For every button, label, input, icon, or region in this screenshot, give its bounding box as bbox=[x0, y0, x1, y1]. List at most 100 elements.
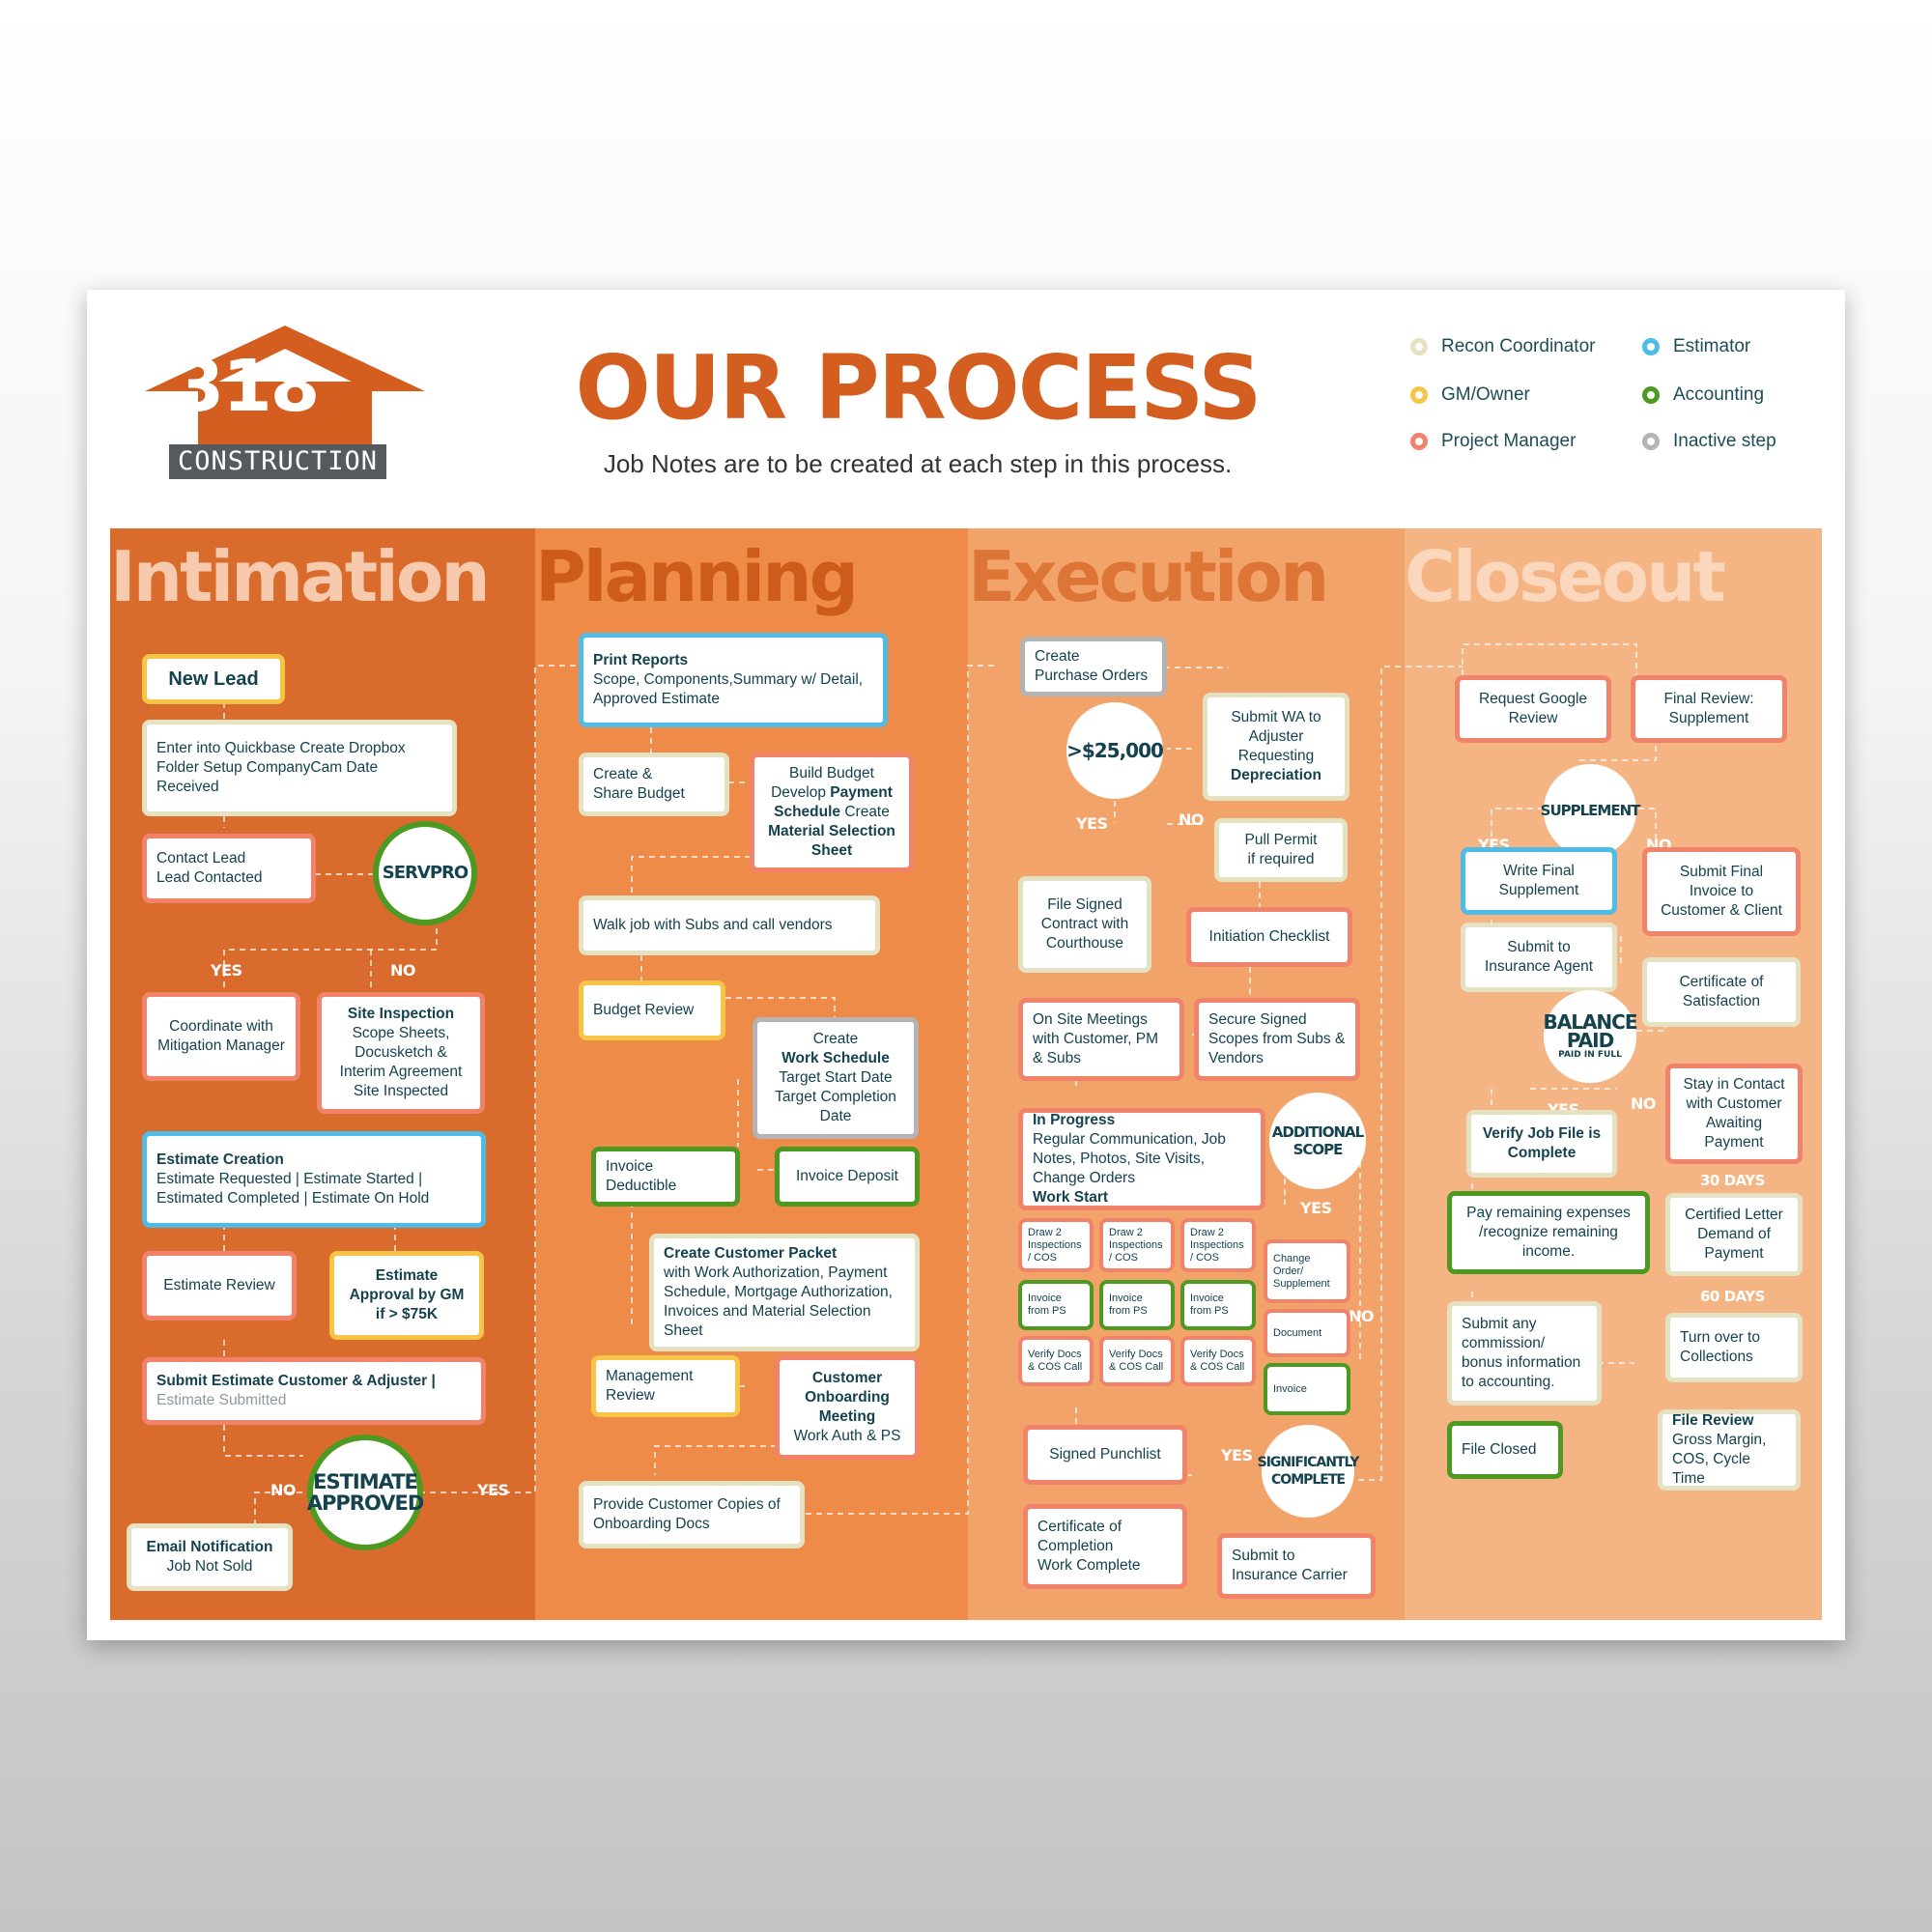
page-title: OUR PROCESS bbox=[575, 336, 1262, 440]
column-title-intimation: Intimation bbox=[110, 536, 491, 617]
file-review-title: File Review bbox=[1672, 1412, 1754, 1429]
step-submit-final-invoice: Submit Final Invoice to Customer & Clien… bbox=[1642, 847, 1801, 936]
management-review-line-1: Management bbox=[606, 1368, 694, 1384]
step-create-work-schedule: Create Work Schedule Target Start Date T… bbox=[753, 1017, 919, 1139]
pull-permit-line-2: if required bbox=[1247, 851, 1315, 867]
step-create-customer-packet: Create Customer Packet with Work Authori… bbox=[649, 1234, 920, 1351]
balance-paid-line-1: BALANCE bbox=[1543, 1010, 1637, 1034]
label-yes-servpro: YES bbox=[211, 961, 242, 980]
work-schedule-line-3: Target Start Date bbox=[779, 1069, 893, 1086]
onboarding-sub: Work Auth & PS bbox=[793, 1428, 901, 1444]
site-inspection-line-2: Docusketch & bbox=[355, 1044, 447, 1061]
legend-recon-coordinator: Recon Coordinator bbox=[1410, 332, 1595, 361]
site-inspection-line-3: Interim Agreement bbox=[339, 1064, 463, 1080]
legend-dot-icon bbox=[1410, 386, 1428, 404]
estimate-approved-line-2: APPROVED bbox=[306, 1492, 425, 1515]
step-verify-job-file: Verify Job File is Complete bbox=[1466, 1110, 1617, 1178]
step-contact-lead: Contact Lead Lead Contacted bbox=[142, 834, 316, 903]
site-inspection-line-4: Site Inspected bbox=[353, 1083, 449, 1099]
logo-house-icon bbox=[145, 326, 425, 447]
significantly-complete-line-1: SIGNIFICANTLY bbox=[1257, 1455, 1360, 1470]
step-file-signed-contract: File Signed Contract with Courthouse bbox=[1018, 876, 1151, 973]
onboarding-title: Customer Onboarding Meeting bbox=[805, 1370, 890, 1425]
process-columns: Intimation Planning Execution Closeout bbox=[110, 528, 1822, 1620]
step-verify-docs-1: Verify Docs & COS Call bbox=[1018, 1336, 1094, 1386]
step-pull-permit: Pull Permit if required bbox=[1214, 818, 1348, 882]
legend-project-manager: Project Manager bbox=[1410, 427, 1576, 456]
in-progress-title: In Progress bbox=[1033, 1112, 1116, 1128]
step-management-review: Management Review bbox=[591, 1355, 740, 1417]
step-walk-job: Walk job with Subs and call vendors bbox=[579, 895, 880, 955]
submit-estimate-sub: Estimate Submitted bbox=[156, 1392, 287, 1408]
legend-dot-icon bbox=[1410, 338, 1428, 355]
step-create-purchase-orders: Create Purchase Orders bbox=[1020, 637, 1167, 696]
pull-permit-line-1: Pull Permit bbox=[1244, 832, 1318, 848]
label-no-balance: NO bbox=[1631, 1094, 1657, 1113]
email-notification-title: Email Notification bbox=[146, 1539, 273, 1555]
purchase-orders-line-2: Purchase Orders bbox=[1035, 668, 1149, 684]
balance-paid-sub: PAID IN FULL bbox=[1558, 1050, 1622, 1060]
step-request-google-review: Request Google Review bbox=[1455, 675, 1611, 743]
legend-label: Estimator bbox=[1673, 336, 1751, 356]
step-site-inspection: Site Inspection Scope Sheets, Docusketch… bbox=[317, 992, 485, 1114]
step-budget-review: Budget Review bbox=[579, 980, 725, 1040]
step-invoice-deductible: Invoice Deductible bbox=[591, 1147, 740, 1207]
build-budget-bold: Schedule bbox=[774, 804, 841, 820]
print-reports-body: Scope, Components,Summary w/ Detail, App… bbox=[593, 671, 864, 707]
legend-dot-icon bbox=[1642, 433, 1660, 450]
decision-additional-scope: ADDITIONAL SCOPE bbox=[1269, 1093, 1366, 1189]
work-schedule-line-2: Work Schedule bbox=[781, 1050, 890, 1066]
build-budget-line-1: Build Budget bbox=[789, 765, 874, 781]
legend-dot-icon bbox=[1642, 386, 1660, 404]
decision-supplement: SUPPLEMENT bbox=[1541, 764, 1640, 857]
step-estimate-review: Estimate Review bbox=[142, 1251, 297, 1321]
work-schedule-line-4: Target Completion bbox=[775, 1089, 896, 1105]
step-pay-remaining-expenses: Pay remaining expenses /recognize remain… bbox=[1447, 1191, 1650, 1274]
label-30-days: 30 DAYS bbox=[1700, 1172, 1765, 1189]
process-sheet: 318 CONSTRUCTION OUR PROCESS Job Notes a… bbox=[87, 290, 1845, 1640]
servpro-label: SERVPRO bbox=[382, 863, 469, 883]
step-stay-in-contact: Stay in Contact with Customer Awaiting P… bbox=[1665, 1064, 1803, 1164]
label-no-approved: NO bbox=[270, 1481, 297, 1499]
step-create-share-budget: Create & Share Budget bbox=[579, 753, 729, 816]
label-yes-approved: YES bbox=[477, 1481, 509, 1499]
decision-over-25000: >$25,000 bbox=[1066, 702, 1164, 799]
purchase-orders-line-1: Create bbox=[1035, 648, 1080, 665]
step-estimate-creation: Estimate Creation Estimate Requested | E… bbox=[142, 1131, 486, 1228]
contact-lead-line-1: Contact Lead bbox=[156, 850, 246, 867]
legend-dot-icon bbox=[1410, 433, 1428, 450]
step-in-progress: In Progress Regular Communication, Job N… bbox=[1018, 1108, 1265, 1210]
logo-number: 318 bbox=[174, 345, 320, 428]
email-notification-sub: Job Not Sold bbox=[166, 1558, 253, 1575]
site-inspection-title: Site Inspection bbox=[347, 1006, 455, 1022]
column-title-planning: Planning bbox=[535, 536, 859, 617]
build-budget-line-4: Material Selection bbox=[768, 823, 895, 839]
step-certified-letter: Certified Letter Demand of Payment bbox=[1665, 1193, 1803, 1276]
legend-label: GM/Owner bbox=[1441, 384, 1530, 405]
over-25000-label: >$25,000 bbox=[1066, 739, 1164, 762]
submit-estimate-title: Submit Estimate Customer & Adjuster | bbox=[156, 1373, 436, 1389]
label-60-days: 60 DAYS bbox=[1700, 1288, 1765, 1305]
supplement-label: SUPPLEMENT bbox=[1540, 802, 1641, 819]
management-review-line-2: Review bbox=[606, 1387, 655, 1404]
step-draw-inspections-1: Draw 2 Inspections / COS bbox=[1018, 1218, 1094, 1272]
step-draw-inspections-3: Draw 2 Inspections / COS bbox=[1180, 1218, 1256, 1272]
decision-estimate-approved: ESTIMATE APPROVED bbox=[306, 1435, 425, 1550]
legend-gm-owner: GM/Owner bbox=[1410, 381, 1530, 410]
step-invoice-ps-2: Invoice from PS bbox=[1099, 1280, 1175, 1330]
legend-inactive-step: Inactive step bbox=[1642, 427, 1776, 456]
step-file-review: File Review Gross Margin, COS, Cycle Tim… bbox=[1658, 1409, 1801, 1491]
step-draw-inspections-2: Draw 2 Inspections / COS bbox=[1099, 1218, 1175, 1272]
build-budget-bold: Payment bbox=[830, 784, 893, 801]
step-estimate-approval-gm: Estimate Approval by GM if > $75K bbox=[329, 1251, 484, 1340]
label-no-scope: NO bbox=[1349, 1307, 1375, 1325]
step-invoice-ps-1: Invoice from PS bbox=[1018, 1280, 1094, 1330]
step-submit-insurance-carrier: Submit to Insurance Carrier bbox=[1217, 1533, 1376, 1599]
customer-packet-body: with Work Authorization, Payment Schedul… bbox=[664, 1264, 893, 1339]
label-yes-scope: YES bbox=[1300, 1199, 1332, 1217]
step-on-site-meetings: On Site Meetings with Customer, PM & Sub… bbox=[1018, 998, 1184, 1081]
decision-significantly-complete: SIGNIFICANTLY COMPLETE bbox=[1258, 1425, 1359, 1518]
step-invoice: Invoice bbox=[1264, 1363, 1350, 1415]
step-invoice-ps-3: Invoice from PS bbox=[1180, 1280, 1256, 1330]
legend-label: Recon Coordinator bbox=[1441, 336, 1596, 356]
